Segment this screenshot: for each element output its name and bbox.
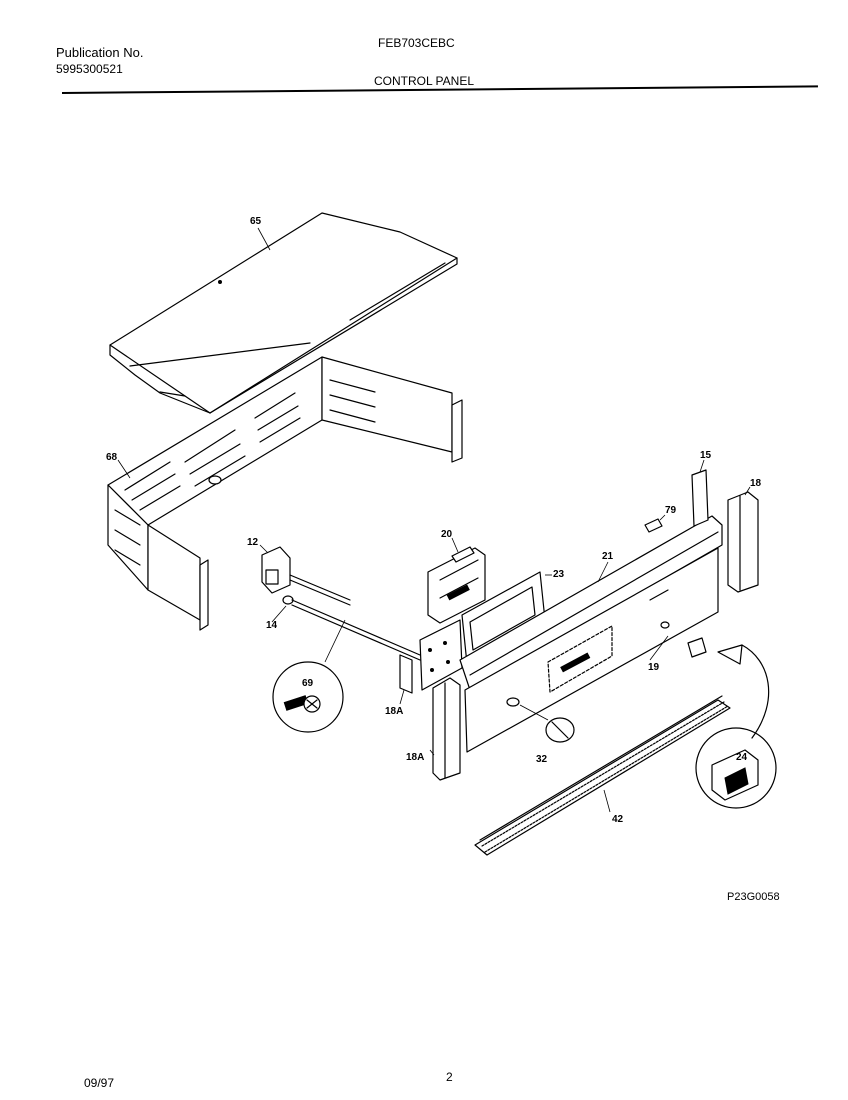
- label-knob: 32: [536, 754, 548, 765]
- panel-frame-part: [459, 515, 723, 691]
- label-bracket-18a-upper: 18A: [385, 706, 403, 717]
- page-number: 2: [446, 1070, 453, 1084]
- mounting-plate-part: [419, 619, 463, 691]
- bracket-18a-upper-part: [399, 654, 413, 705]
- label-panel-frame: 21: [602, 551, 614, 562]
- model-number: FEB703CEBC: [378, 36, 455, 50]
- bracket-right-part: [691, 459, 709, 527]
- clock-timer-part: [427, 537, 486, 624]
- end-cap-left-part: [429, 677, 461, 781]
- trim-strip-part: [474, 695, 731, 856]
- label-end-cap-right: 18: [750, 478, 762, 489]
- cover-top-part: [109, 212, 458, 414]
- publication-label: Publication No.: [56, 45, 144, 60]
- section-title: CONTROL PANEL: [374, 74, 475, 88]
- label-bezel: 23: [553, 569, 565, 580]
- control-panel-front-part: [464, 547, 719, 753]
- label-cover-top: 65: [250, 216, 262, 227]
- label-screw-callout: 69: [302, 678, 314, 689]
- figure-reference: P23G0058: [727, 891, 780, 903]
- indicator-light-part: [644, 514, 666, 533]
- knob-part: [519, 704, 575, 743]
- label-rocker-switch: 24: [736, 752, 748, 763]
- label-bracket-end-left: 12: [247, 537, 259, 548]
- label-manifold-panel: 68: [106, 452, 118, 463]
- label-screw-14: 14: [266, 620, 278, 631]
- rocker-switch-part: [687, 637, 777, 809]
- bracket-end-left-part: [259, 544, 351, 606]
- label-clock-timer: 20: [441, 529, 453, 540]
- label-bracket-right: 15: [700, 450, 712, 461]
- revision-date: 09/97: [84, 1076, 115, 1090]
- publication-number: 5995300521: [56, 62, 123, 76]
- screw-callout-part: [272, 619, 346, 733]
- label-end-cap-left: 18A: [406, 752, 424, 763]
- manifold-panel-part: [107, 356, 463, 631]
- label-control-panel-front: 19: [648, 662, 660, 673]
- end-cap-right-part: [727, 486, 759, 593]
- label-trim-strip: 42: [612, 814, 624, 825]
- screw-14-part: [271, 595, 421, 661]
- label-indicator-light: 79: [665, 505, 677, 516]
